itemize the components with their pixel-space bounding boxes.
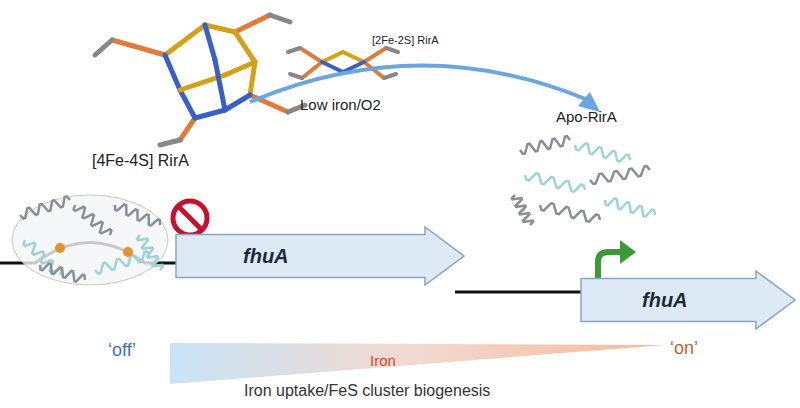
protein-outline [12,195,168,285]
helix [20,197,70,219]
arrow-shape [580,270,796,330]
helix [525,173,585,191]
cluster-dot [123,247,133,257]
helix [74,205,112,235]
rira-protein [20,197,163,282]
helix [512,195,533,225]
arrowhead [620,240,636,264]
label: [2Fe-2S] RirA [372,34,439,46]
label: ‘off’ [108,340,136,361]
helix [95,251,150,273]
gene-name: fhuA [642,289,688,312]
label: Iron uptake/FeS cluster biogenesis [244,382,490,400]
apo-protein [512,136,655,225]
helix [137,235,163,270]
helix [590,166,650,184]
dna [455,291,582,294]
gene-arrow: fhuA [580,270,796,330]
arrow-shape [175,226,465,286]
helix [605,198,655,216]
label: Iron [370,352,396,369]
fe4s4-cluster [95,15,305,145]
iron-gradient [170,343,665,384]
helix [40,263,85,281]
label: ‘on’ [670,338,698,359]
helix [520,136,570,154]
helix [115,204,160,225]
no-sign [173,201,207,235]
label: [4Fe-4S] RirA [92,152,189,170]
label: Apo-RirA [556,108,617,125]
gene-name: fhuA [243,245,289,268]
label: Low iron/O2 [300,96,381,113]
helix [575,143,630,161]
helix [540,203,600,221]
gene-arrow: fhuA [175,226,465,286]
cluster-dot [55,243,65,253]
